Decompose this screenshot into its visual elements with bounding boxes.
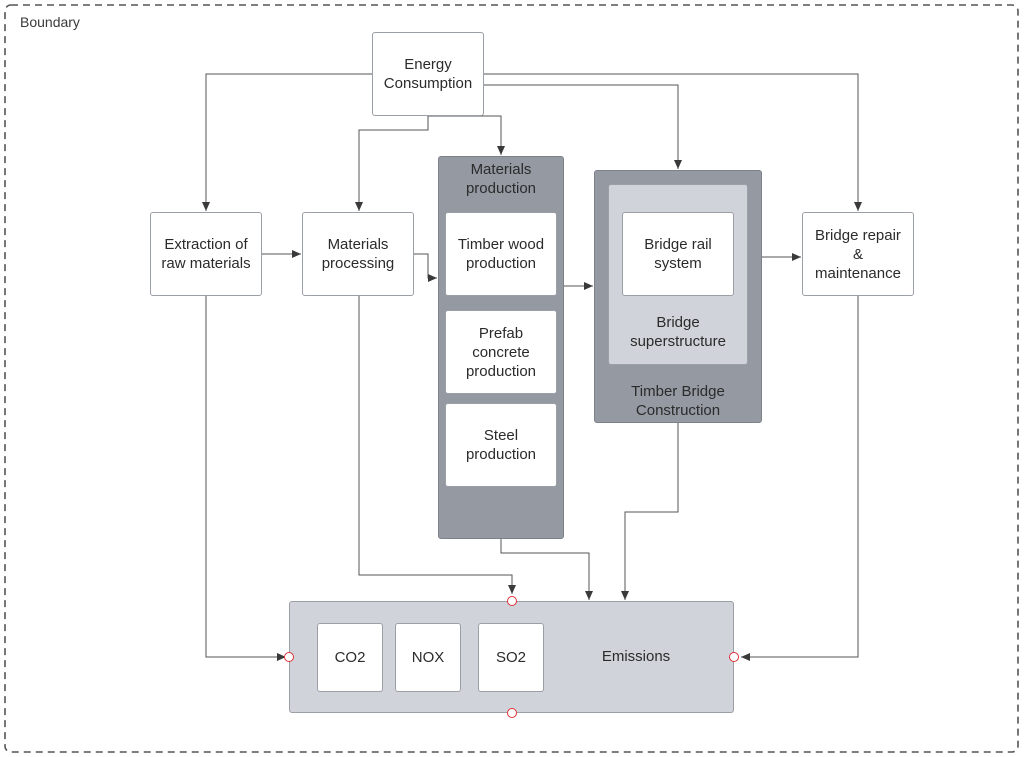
bridge-repair-node[interactable]: Bridge repair & maintenance — [802, 212, 914, 296]
materials-processing-node[interactable]: Materials processing — [302, 212, 414, 296]
edge-extraction-emissions — [205, 296, 286, 661]
co2-node[interactable]: CO2 — [317, 623, 383, 692]
materials-production-title: Materials production — [465, 161, 537, 197]
bridge-superstructure-title: Bridge superstructure — [630, 314, 726, 350]
boundary-label: Boundary — [20, 14, 80, 30]
energy-consumption-node[interactable]: Energy Consumption — [372, 32, 484, 116]
timber-bridge-construction-title: Timber Bridge Construction — [631, 383, 725, 419]
edge-energy-processing — [355, 116, 429, 211]
extraction-node[interactable]: Extraction of raw materials — [150, 212, 262, 296]
emissions-port-top[interactable] — [507, 596, 517, 606]
edge-energy-bridge — [484, 84, 682, 169]
edge-energy-repair — [484, 73, 862, 211]
so2-node[interactable]: SO2 — [478, 623, 544, 692]
edge-processing-production — [414, 253, 437, 282]
edge-production-emissions — [500, 538, 593, 600]
boundary-frame — [4, 4, 1019, 753]
edge-energy-extraction — [202, 73, 372, 211]
timber-wood-production-node[interactable]: Timber wood production — [445, 212, 557, 296]
edge-processing-emissions — [358, 296, 516, 594]
emissions-port-bottom[interactable] — [507, 708, 517, 718]
nox-node[interactable]: NOX — [395, 623, 461, 692]
edge-repair-emissions — [741, 296, 859, 661]
edge-energy-production — [428, 115, 505, 155]
steel-production-node[interactable]: Steel production — [445, 403, 557, 487]
bridge-rail-system-node[interactable]: Bridge rail system — [622, 212, 734, 296]
emissions-port-left[interactable] — [284, 652, 294, 662]
prefab-concrete-production-node[interactable]: Prefab concrete production — [445, 310, 557, 394]
emissions-port-right[interactable] — [729, 652, 739, 662]
emissions-title: Emissions — [601, 648, 671, 665]
edge-bridge-emissions — [621, 422, 679, 600]
